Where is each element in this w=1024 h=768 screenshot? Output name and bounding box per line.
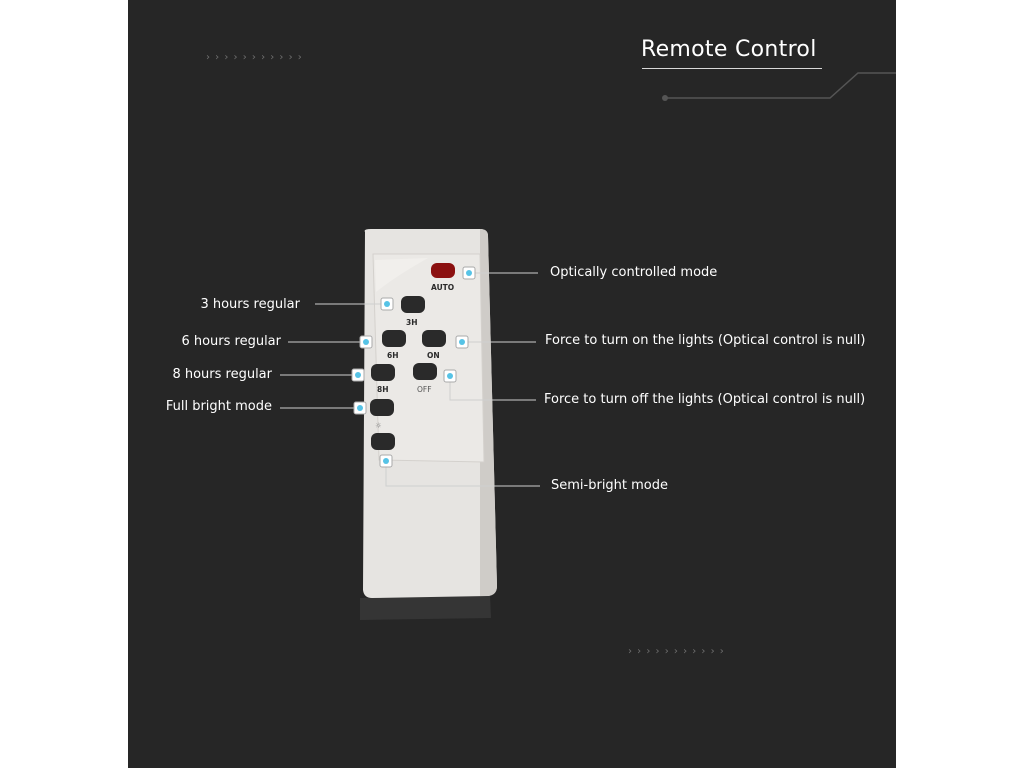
remote-button-panel [372, 253, 485, 463]
on-caption: ON [427, 351, 440, 360]
title-underline [642, 68, 822, 69]
3h-caption: 3H [406, 318, 418, 327]
marker-6h [359, 335, 373, 349]
marker-auto [462, 266, 476, 280]
off-button[interactable] [413, 363, 437, 380]
auto-button[interactable] [431, 263, 455, 278]
off-caption: OFF [417, 385, 432, 394]
on-button[interactable] [422, 330, 446, 347]
6h-button[interactable] [382, 330, 406, 347]
page-title: Remote Control [641, 37, 817, 62]
marker-3h [380, 297, 394, 311]
marker-semi [379, 454, 393, 468]
infographic-panel: Remote Control › › › › › › › › › › › › ›… [128, 0, 896, 768]
label-full-bright-mode: Full bright mode [165, 399, 272, 414]
callout-markers [351, 266, 476, 468]
remote-reflection [360, 595, 491, 620]
label-8-hours-regular: 8 hours regular [172, 367, 272, 382]
label-3-hours-regular: 3 hours regular [200, 297, 300, 312]
decorative-circuit-line [662, 72, 896, 101]
label-force-off: Force to turn off the lights (Optical co… [544, 392, 866, 407]
marker-on [455, 335, 469, 349]
label-6-hours-regular: 6 hours regular [181, 334, 281, 349]
remote-top-window [375, 258, 428, 292]
remote-illustration: AUTO 3H 6H ON 8H OFF ☼ [280, 72, 896, 620]
8h-button[interactable] [371, 364, 395, 381]
label-force-on: Force to turn on the lights (Optical con… [545, 333, 866, 348]
remote-edge-shade [480, 229, 497, 596]
semi-bright-button[interactable] [371, 433, 395, 450]
callout-lines [280, 272, 540, 487]
full-bright-symbol: ☼ [375, 421, 382, 430]
label-optically-controlled-mode: Optically controlled mode [550, 265, 718, 280]
8h-caption: 8H [377, 385, 389, 394]
full-bright-button[interactable] [370, 399, 394, 416]
decorative-chevrons-top: › › › › › › › › › › › [206, 52, 303, 63]
3h-button[interactable] [401, 296, 425, 313]
6h-caption: 6H [387, 351, 399, 360]
decorative-chevrons-bottom: › › › › › › › › › › › [628, 646, 725, 657]
label-semi-bright-mode: Semi-bright mode [551, 478, 669, 493]
marker-full [353, 401, 367, 415]
marker-8h [351, 368, 365, 382]
auto-caption: AUTO [431, 283, 454, 292]
marker-off [443, 369, 457, 383]
